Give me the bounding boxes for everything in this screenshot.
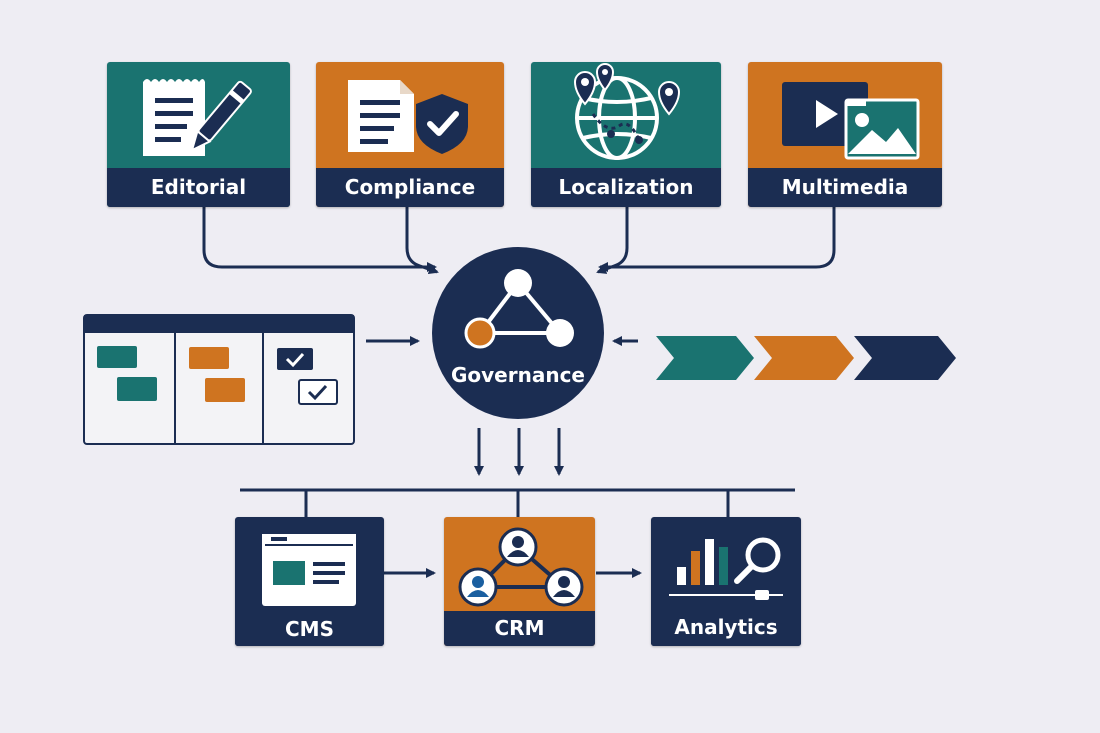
kanban-board	[83, 314, 355, 445]
connector-editorial	[202, 207, 437, 272]
localization-label: Localization	[531, 168, 721, 207]
document-pen-icon	[143, 79, 252, 156]
crm-label: CRM	[444, 611, 595, 646]
video-image-icon	[782, 82, 920, 160]
chevron-navy	[854, 336, 956, 380]
board-checkbox-outline	[298, 379, 338, 405]
cms-card[interactable]: CMS	[235, 517, 384, 646]
board-checkbox-checked	[277, 348, 313, 370]
chevron-teal	[656, 336, 754, 380]
bar-chart-magnifier-icon	[669, 537, 783, 600]
editorial-card[interactable]: Editorial	[107, 62, 290, 207]
editorial-label: Editorial	[107, 168, 290, 207]
board-card-orange-2	[205, 378, 245, 402]
board-card-teal-1	[97, 346, 137, 368]
board-card-orange-1	[189, 347, 229, 369]
connector-compliance	[405, 207, 439, 275]
compliance-card[interactable]: Compliance	[316, 62, 504, 207]
people-network-icon	[458, 527, 584, 607]
chevron-orange	[754, 336, 854, 380]
localization-card[interactable]: Localization	[531, 62, 721, 207]
compliance-label: Compliance	[316, 168, 504, 207]
governance-hub[interactable]	[432, 247, 604, 419]
globe-pins-icon	[573, 63, 681, 160]
analytics-label: Analytics	[651, 609, 801, 646]
document-shield-check-icon	[348, 80, 468, 154]
process-chevrons	[656, 336, 956, 380]
governance-label: Governance	[450, 363, 585, 387]
web-page-icon	[262, 534, 356, 606]
network-nodes-icon	[432, 247, 604, 419]
multimedia-label: Multimedia	[748, 168, 942, 207]
board-card-teal-2	[117, 377, 157, 401]
crm-card[interactable]: CRM	[444, 517, 595, 646]
cms-label: CMS	[235, 613, 384, 646]
multimedia-card[interactable]: Multimedia	[748, 62, 942, 207]
analytics-card[interactable]: Analytics	[651, 517, 801, 646]
connector-multimedia	[598, 207, 836, 272]
